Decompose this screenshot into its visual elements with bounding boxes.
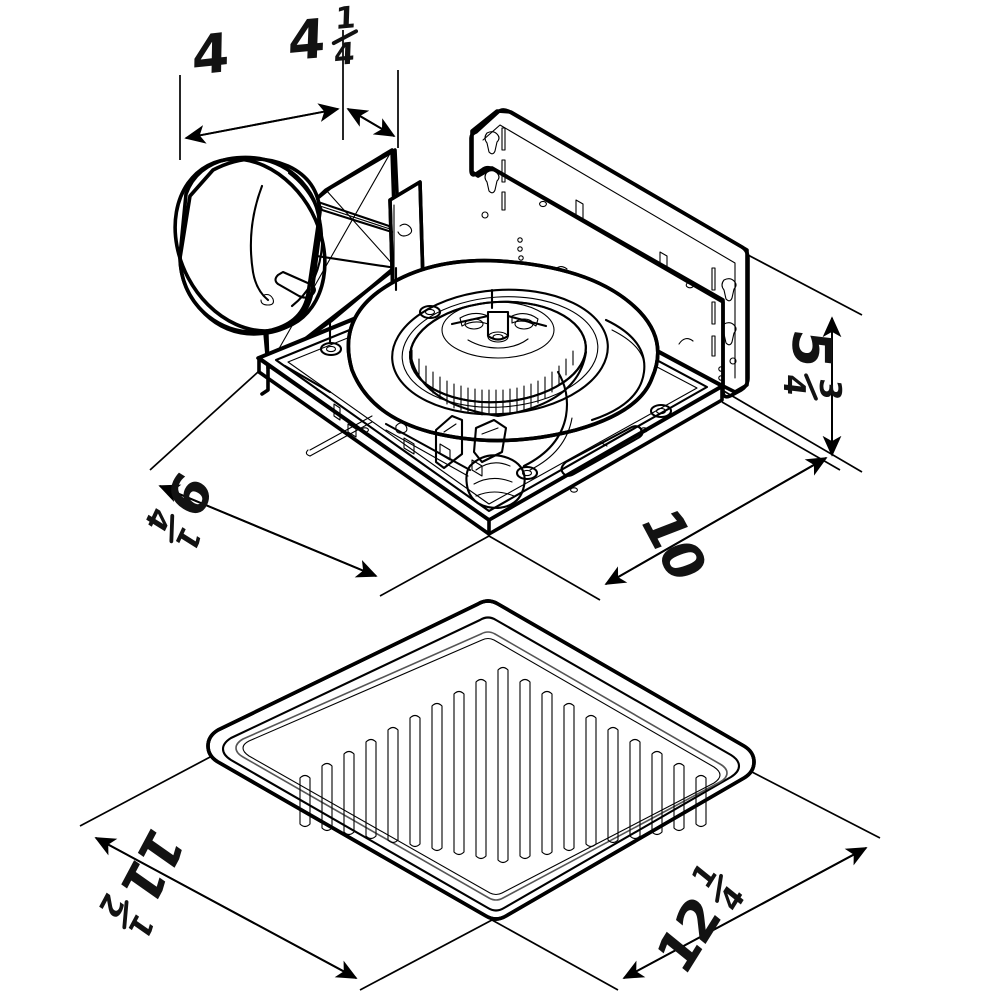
grille-louvers [299,666,707,864]
grommet-holes [319,304,673,481]
housing-side-panel [260,266,398,396]
fraction-numerator: 3 [812,376,847,401]
bracket-perforations [517,199,724,381]
grille-cover-view [206,599,756,921]
bracket-keyhole-slots [481,127,506,219]
mounting-bracket [469,108,750,399]
bracket-keyhole-slots-right [711,267,737,365]
fraction-denominator: 4 [333,36,355,74]
motor-and-wiring [384,370,573,510]
dimension-lines-housing [149,30,863,601]
blower-hub [441,288,555,359]
dimension-value-whole: 4 [287,6,325,74]
dimension-value-whole: 4 [191,20,229,89]
dimension-value-whole: 5 [780,326,843,370]
fraction-denominator: 4 [776,372,811,397]
fan-housing-view [173,108,750,536]
blower-wheel [408,288,588,418]
dimension-label-duct-offset: 4 [189,20,230,89]
dimension-lines-grille [79,755,881,991]
base-plate-features [283,304,673,493]
